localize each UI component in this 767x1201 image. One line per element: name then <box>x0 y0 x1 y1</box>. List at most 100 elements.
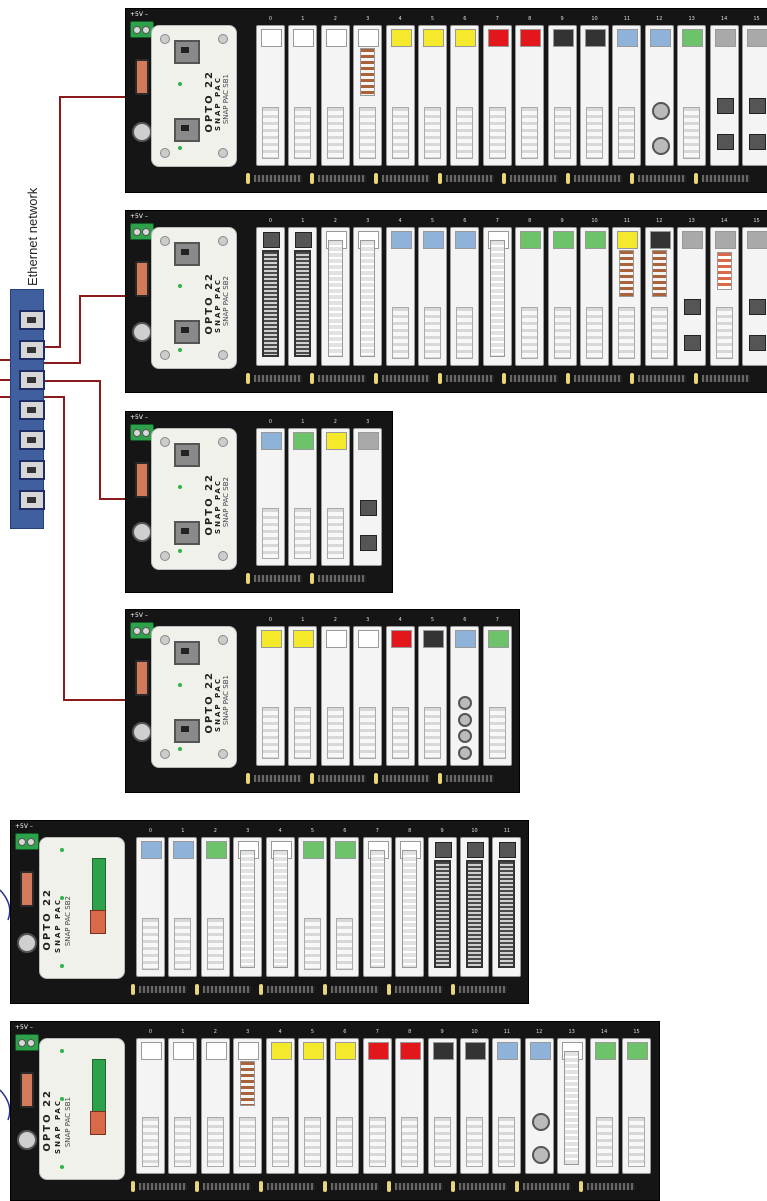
io-module: 1 <box>288 218 318 366</box>
ribbon-header <box>263 232 280 248</box>
module-cap <box>432 1042 454 1060</box>
slot-number: 2 <box>213 828 217 834</box>
bus-cable <box>331 986 379 993</box>
bus-cable <box>459 1183 507 1190</box>
io-module: 8 <box>515 218 545 366</box>
terminal-block <box>424 707 441 759</box>
terminal-block <box>553 106 571 159</box>
io-module: 14 <box>709 218 739 366</box>
io-module: 2 <box>320 617 350 766</box>
terminal-block <box>586 106 603 159</box>
slot-number: 11 <box>623 218 631 224</box>
rj45-port <box>360 499 378 516</box>
io-module: 1 <box>288 419 318 566</box>
io-module: 14 <box>709 16 739 166</box>
module-cap <box>325 630 347 648</box>
rail-clip <box>374 173 378 184</box>
terminal-block <box>262 707 279 759</box>
coil-connector <box>240 1061 256 1106</box>
ribbon-connector <box>498 860 516 968</box>
mounting-screw <box>132 722 152 742</box>
bus-cable <box>203 986 251 993</box>
ribbon-connector <box>466 860 483 968</box>
io-module: 0 <box>256 419 285 566</box>
terminal-block <box>553 307 571 359</box>
bus-cable <box>267 1183 315 1190</box>
rail-clip <box>310 573 314 584</box>
terminal-block <box>498 1116 516 1167</box>
slot-number: 9 <box>440 828 444 834</box>
slot-number: 6 <box>463 16 467 22</box>
brain-model: SNAP PAC SB2 <box>64 896 72 947</box>
bus-cable <box>318 775 366 782</box>
bus-cable <box>587 1183 635 1190</box>
io-module: 2 <box>200 828 230 977</box>
slot-number: 5 <box>430 617 435 623</box>
io-module: 2 <box>320 419 350 566</box>
ethernet-switch <box>10 289 45 529</box>
slot-number: 14 <box>720 16 728 22</box>
slot-number: 13 <box>688 16 695 22</box>
cable-to-rack-3 <box>42 380 125 500</box>
mounting-screw <box>132 122 152 142</box>
module-cap <box>270 1042 292 1060</box>
io-module: 15 <box>622 1029 651 1174</box>
module-cap <box>627 1042 648 1060</box>
rail-clip <box>259 984 263 995</box>
io-module: 13 <box>677 218 707 366</box>
module-cap <box>261 29 282 47</box>
io-module: 1 <box>288 617 318 766</box>
bnc-connector <box>651 137 670 156</box>
brain-screw <box>160 635 170 645</box>
terminal-block <box>262 507 279 559</box>
io-module: 1 <box>168 1029 198 1174</box>
io-module: 4 <box>385 16 415 166</box>
bus-cable <box>446 775 494 782</box>
cable-to-rack-4 <box>42 396 125 701</box>
fuse <box>135 261 149 297</box>
serial-link-rack-6 <box>0 1089 11 1121</box>
module-cap <box>141 841 162 859</box>
ethernet-port <box>174 118 200 142</box>
slot-number: 0 <box>268 617 273 623</box>
ethernet-port <box>174 40 200 64</box>
terminal-block <box>650 307 668 359</box>
module-cap <box>455 231 477 249</box>
status-led <box>60 848 64 852</box>
slot-number: 1 <box>301 617 305 623</box>
bnc-connector <box>458 745 473 760</box>
coil-connector <box>360 48 376 96</box>
ethernet-port <box>174 320 200 344</box>
rail-clip <box>694 173 698 184</box>
io-module: 10 <box>580 16 609 166</box>
bus-cable <box>574 375 622 382</box>
terminal-block <box>521 106 539 159</box>
switch-port <box>19 310 45 330</box>
ribbon-header <box>295 232 313 248</box>
module-cap <box>390 231 412 249</box>
terminal-block <box>683 106 701 159</box>
terminal-block <box>595 1116 613 1167</box>
cable-to-rack-2 <box>42 295 125 364</box>
module-cap <box>303 841 324 859</box>
module-cap <box>205 1042 227 1060</box>
module-cap <box>617 29 639 47</box>
rj45-port <box>716 134 734 151</box>
io-module: 9 <box>427 1029 457 1174</box>
io-module: 7 <box>482 617 512 766</box>
module-cap <box>261 630 282 648</box>
rj45-port <box>684 334 702 351</box>
fuse <box>135 59 149 95</box>
terminal-block <box>433 1116 451 1167</box>
slot-number: 4 <box>278 1029 282 1035</box>
slot-number: 11 <box>503 828 511 834</box>
io-module: 7 <box>362 828 392 977</box>
bus-cable <box>203 1183 251 1190</box>
io-module: 11 <box>492 1029 522 1174</box>
brain-model: SNAP PAC SB1 <box>64 1097 72 1148</box>
serial-link-rack-5 <box>0 889 11 921</box>
brain-product: SNAP PAC <box>214 278 222 333</box>
